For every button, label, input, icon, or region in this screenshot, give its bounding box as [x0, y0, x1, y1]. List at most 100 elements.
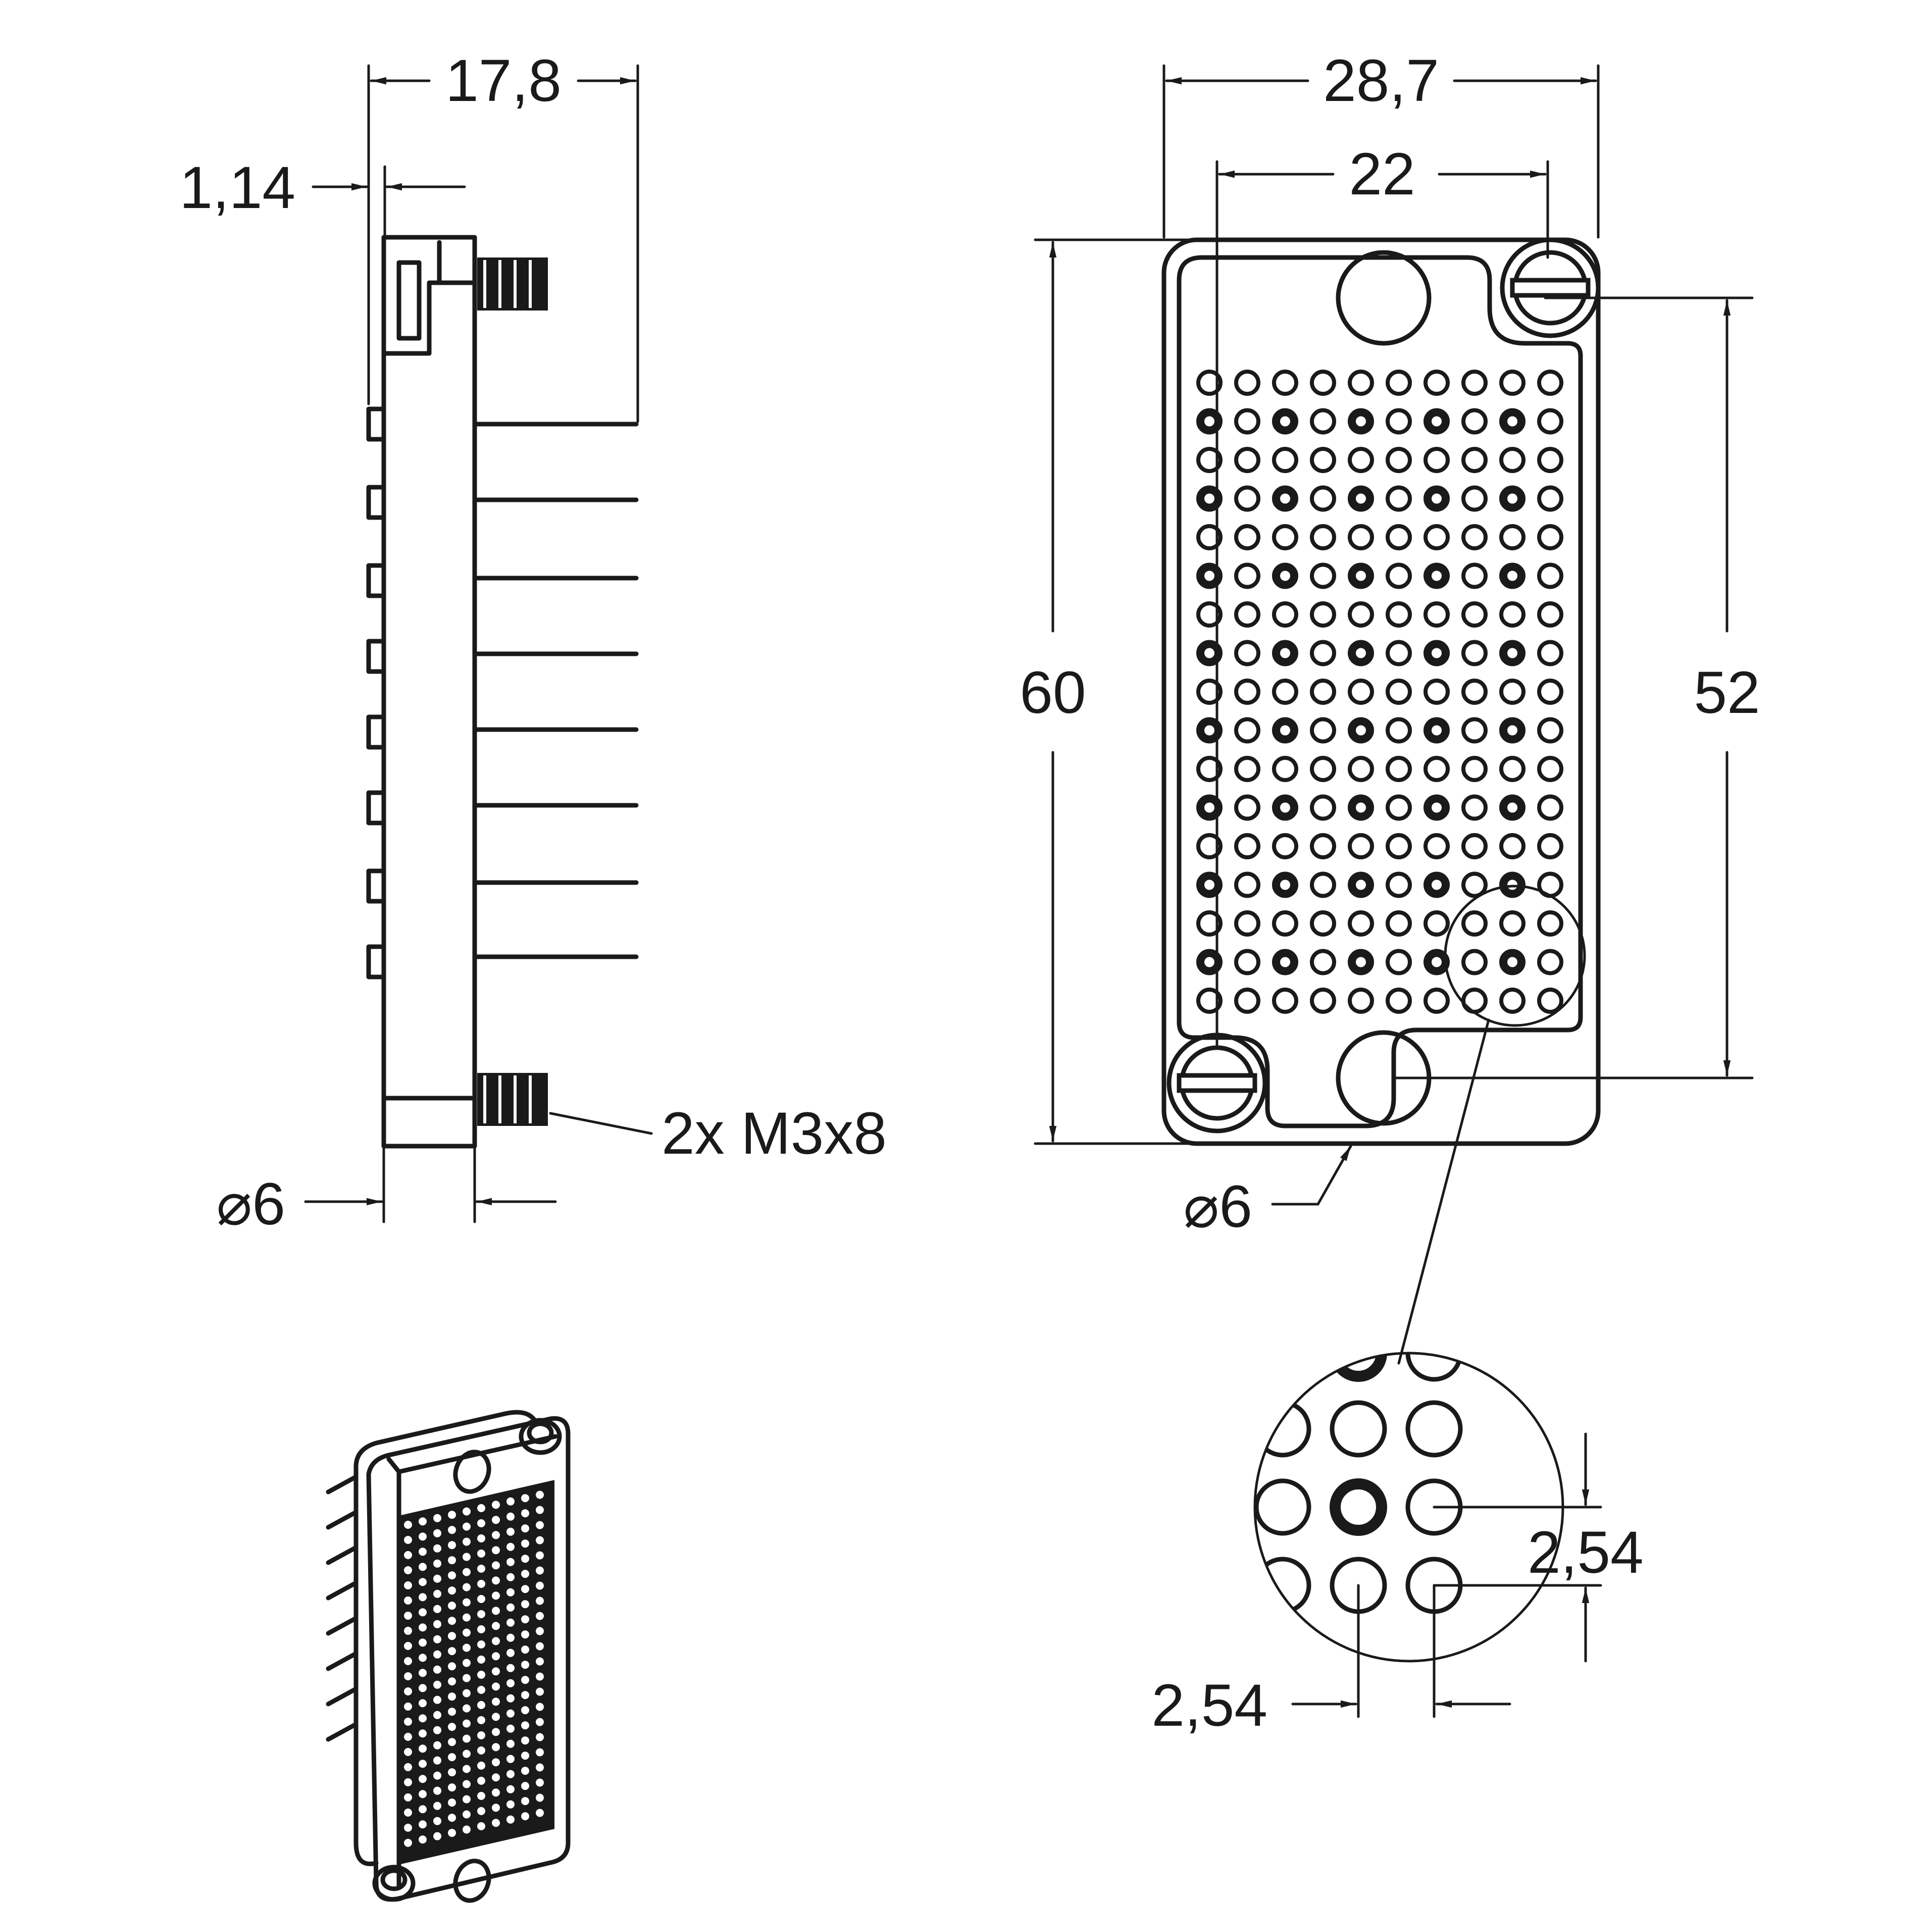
iso-contact-dot: [492, 1501, 500, 1509]
iso-contact-dot: [448, 1708, 456, 1716]
iso-contact-dot: [506, 1785, 515, 1793]
contact-hole: [1461, 756, 1488, 782]
detail-marker-circle: [1444, 885, 1586, 1027]
iso-contact-dot: [433, 1605, 441, 1613]
iso-contact-dot: [477, 1610, 485, 1618]
iso-contact-dot: [492, 1667, 500, 1676]
iso-contact-dot: [404, 1581, 412, 1589]
iso-contact-dot: [521, 1736, 529, 1745]
iso-contact-dot: [506, 1573, 515, 1581]
contact-hole: [1537, 370, 1563, 396]
iso-contact-dot: [477, 1504, 485, 1512]
contact-hole: [1461, 871, 1488, 898]
iso-contact-dot: [536, 1809, 544, 1817]
contact-hole: [1386, 370, 1412, 396]
contact-hole: [1310, 988, 1336, 1014]
iso-contact-dot: [433, 1559, 441, 1568]
iso-contact-dot: [463, 1613, 471, 1622]
iso-contact-dot: [506, 1648, 515, 1657]
iso-contact-dot: [404, 1809, 412, 1817]
iso-contact-dot: [463, 1780, 471, 1788]
iso-contact-dot: [433, 1680, 441, 1689]
contact-hole: [1499, 833, 1526, 859]
iso-contact-dot: [463, 1810, 471, 1819]
iso-contact-dot: [419, 1699, 427, 1708]
iso-contact-dot: [521, 1797, 529, 1806]
contact-hole: [1499, 562, 1526, 589]
iso-contact-dot: [448, 1723, 456, 1731]
contact-hole: [1196, 408, 1223, 435]
iso-contact-dot: [419, 1623, 427, 1632]
iso-contact-dot: [506, 1527, 515, 1536]
contact-hole: [1310, 717, 1336, 744]
contact-hole: [1461, 679, 1488, 705]
contact-hole: [1234, 949, 1260, 975]
contact-hole: [1386, 562, 1412, 589]
iso-contact-dot: [492, 1561, 500, 1570]
dim-side-width: 17,8: [445, 47, 562, 114]
iso-contact-dot: [477, 1671, 485, 1679]
contact-hole: [1499, 910, 1526, 937]
iso-contact-dot: [492, 1652, 500, 1661]
iso-contact-dot: [521, 1570, 529, 1578]
iso-contact-dot: [492, 1819, 500, 1827]
iso-contact-dot: [448, 1571, 456, 1580]
contact-hole: [1537, 679, 1563, 705]
iso-contact-dot: [448, 1647, 456, 1656]
contact-hole: [1386, 910, 1412, 937]
iso-contact-dot: [521, 1524, 529, 1533]
iso-contact-dot: [404, 1551, 412, 1559]
contact-hole: [1234, 370, 1260, 396]
contact-hole: [1196, 756, 1223, 782]
iso-contact-dot: [404, 1657, 412, 1665]
iso-pins: [326, 1474, 359, 1742]
iso-contact-dot: [419, 1775, 427, 1783]
iso-contact-dot: [536, 1763, 544, 1772]
contact-hole: [1386, 833, 1412, 859]
iso-contact-dot: [506, 1694, 515, 1703]
iso-contact-dot: [448, 1753, 456, 1762]
contact-hole: [1272, 756, 1298, 782]
contact-hole: [1461, 717, 1488, 744]
iso-contact-dot: [477, 1716, 485, 1724]
iso-contact-dot: [433, 1801, 441, 1810]
iso-contact-dot: [448, 1768, 456, 1777]
contact-hole: [1310, 562, 1336, 589]
iso-contact-dot: [463, 1643, 471, 1652]
iso-contact-dot: [404, 1763, 412, 1771]
iso-contact-dot: [448, 1632, 456, 1640]
contact-hole: [1537, 640, 1563, 666]
iso-contact-dot: [404, 1687, 412, 1695]
iso-contact-dot: [506, 1724, 515, 1733]
contact-hole: [1272, 370, 1298, 396]
iso-contact-dot: [506, 1603, 515, 1612]
contact-hole: [1537, 833, 1563, 859]
side-pins: [475, 422, 639, 959]
iso-contact-dot: [463, 1734, 471, 1743]
contact-hole: [1423, 756, 1450, 782]
iso-contact-dot: [492, 1743, 500, 1751]
iso-contact-dot: [521, 1645, 529, 1654]
contact-hole: [1386, 794, 1412, 821]
contact-hole: [1234, 601, 1260, 628]
contact-hole: [1310, 524, 1336, 550]
contact-hole: [1499, 756, 1526, 782]
contact-hole: [1461, 370, 1488, 396]
contact-hole: [1234, 833, 1260, 859]
contact-hole: [1537, 756, 1563, 782]
side-screw-bottom: [477, 1073, 548, 1126]
iso-contact-dot: [492, 1728, 500, 1736]
contact-hole: [1461, 601, 1488, 628]
iso-contact-dot: [477, 1519, 485, 1527]
iso-contact-dot: [506, 1815, 515, 1824]
contact-hole: [1196, 524, 1223, 550]
contact-hole: [1272, 949, 1298, 975]
iso-contact-dot: [433, 1726, 441, 1734]
iso-contact-dot: [404, 1642, 412, 1650]
iso-contact-dot: [521, 1767, 529, 1775]
iso-contact-dot: [448, 1586, 456, 1595]
iso-contact-dot: [463, 1765, 471, 1773]
contact-hole: [1537, 794, 1563, 821]
iso-contact-dot: [419, 1744, 427, 1753]
iso-contact-dot: [506, 1512, 515, 1521]
